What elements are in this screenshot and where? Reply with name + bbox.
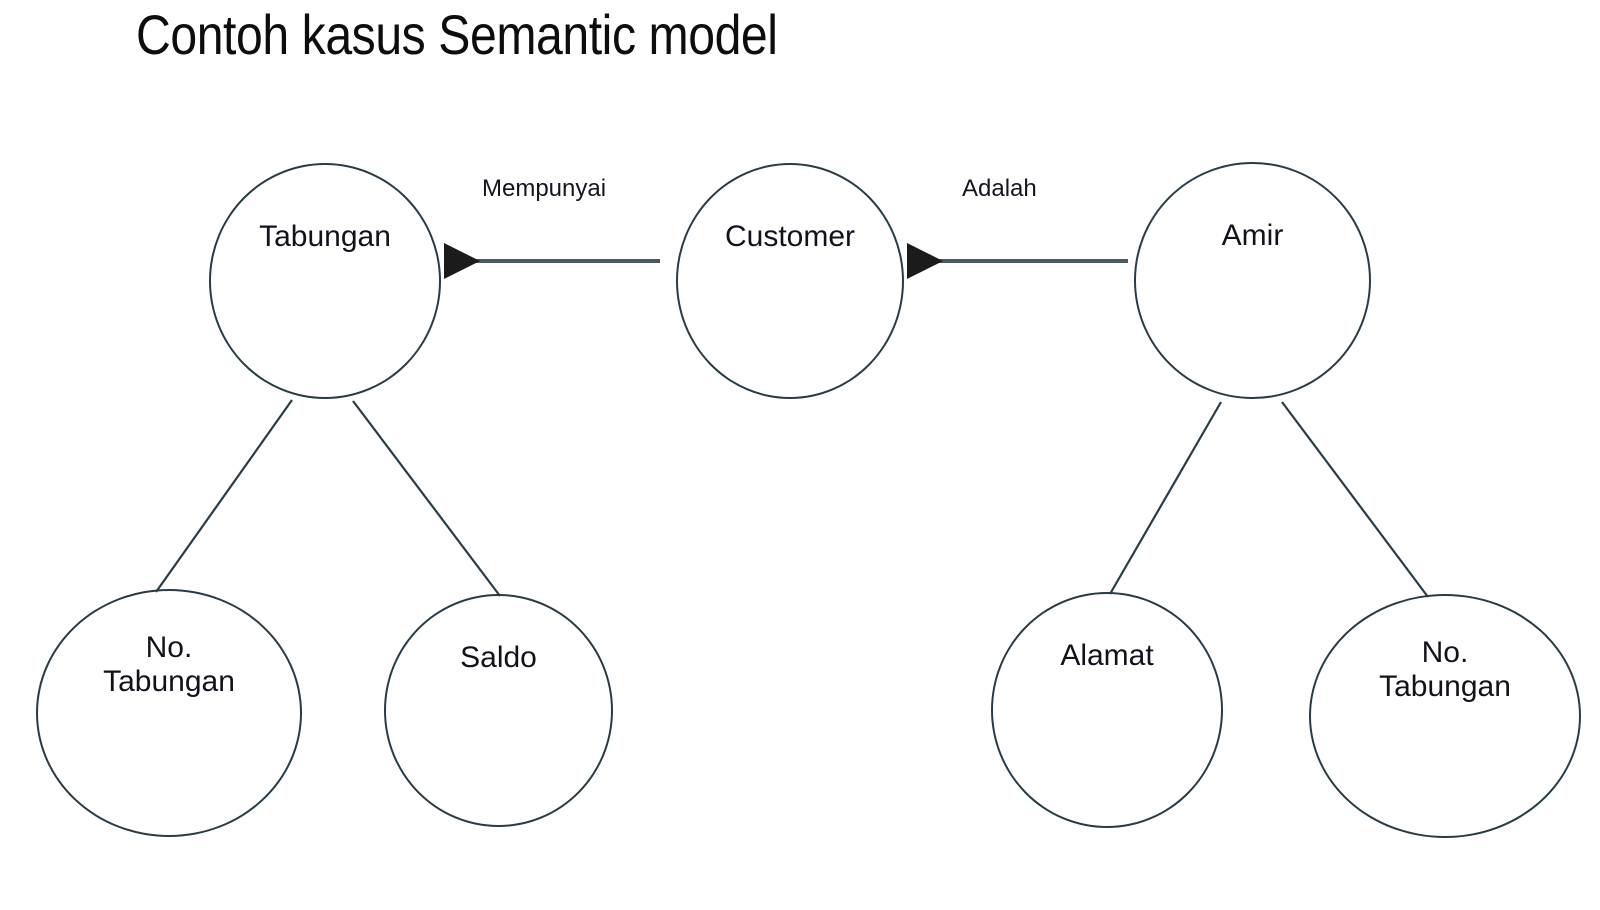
node-tabungan[interactable]: Tabungan: [209, 163, 441, 399]
node-saldo-label: Saldo: [460, 641, 537, 674]
edge-label-adalah: Adalah: [962, 175, 1037, 202]
node-no-tabungan-right[interactable]: No. Tabungan: [1309, 594, 1581, 838]
edge-tabungan-to-no-tabungan: [155, 399, 293, 593]
node-amir[interactable]: Amir: [1134, 162, 1371, 399]
node-customer[interactable]: Customer: [676, 163, 904, 399]
node-no-tabungan-left-label: No. Tabungan: [103, 631, 235, 698]
node-alamat[interactable]: Alamat: [991, 592, 1223, 828]
node-saldo[interactable]: Saldo: [384, 594, 613, 827]
node-alamat-label: Alamat: [1060, 639, 1154, 672]
node-customer-label: Customer: [724, 220, 856, 253]
node-tabungan-label: Tabungan: [259, 220, 391, 253]
edge-amir-to-alamat: [1109, 401, 1222, 595]
node-amir-label: Amir: [1221, 219, 1284, 252]
edge-label-mempunyai: Mempunyai: [482, 175, 607, 202]
page-title: Contoh kasus Semantic model: [136, 3, 778, 66]
node-no-tabungan-left[interactable]: No. Tabungan: [36, 589, 302, 837]
node-no-tabungan-right-label: No. Tabungan: [1379, 636, 1511, 703]
edge-tabungan-to-saldo: [352, 400, 501, 597]
edge-amir-to-no-tabungan: [1281, 401, 1429, 598]
